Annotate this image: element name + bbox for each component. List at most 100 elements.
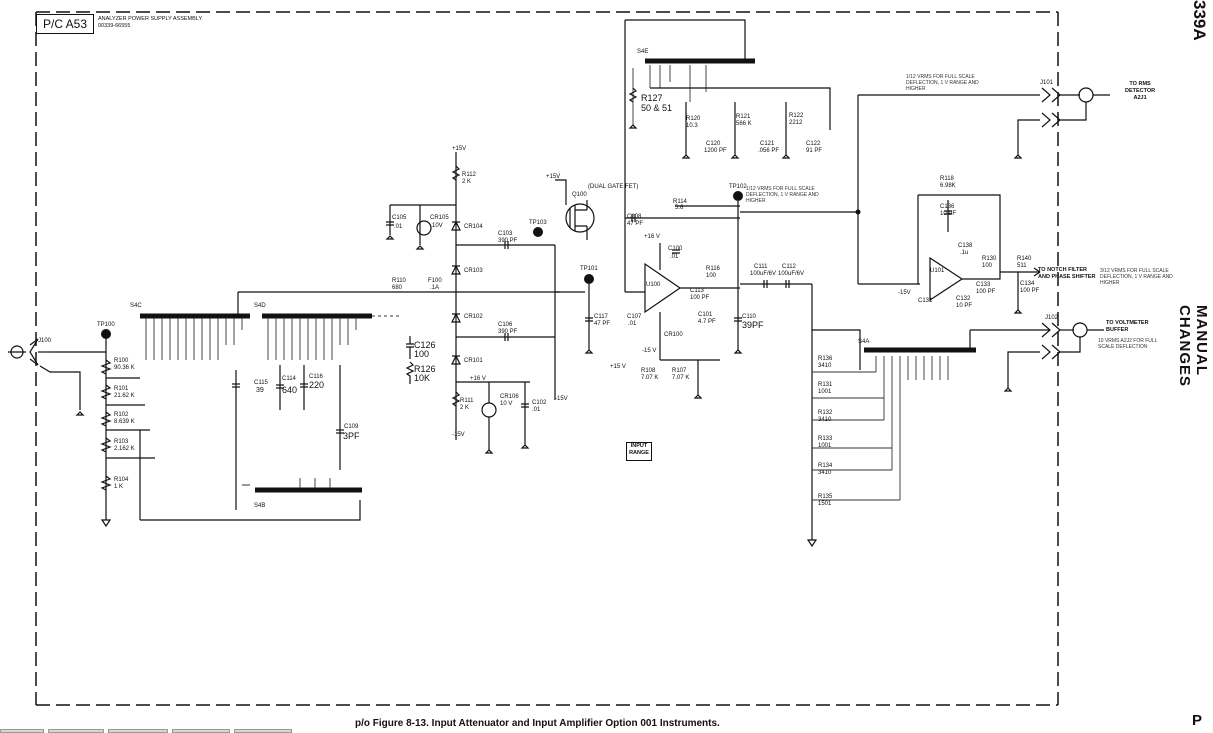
c111-value: 100uF/6V [750, 271, 776, 277]
r120-value: 10.3 [686, 123, 698, 129]
u101-m15-label: -15V [898, 290, 911, 296]
s4a-label: S4A [858, 339, 869, 345]
u100-m15-label: -15 V [642, 348, 656, 354]
c120-label: C120 [706, 141, 721, 147]
c106-value: 390 PF [498, 329, 518, 335]
c109-label: C109 [344, 424, 359, 430]
r101-value: 21.62 K [114, 393, 135, 399]
r101-label: R101 [114, 386, 129, 392]
notch-note: 3/12 VRMS FOR FULL SCALE DEFLECTION, 1 V… [1100, 268, 1173, 286]
c107-value: .01 [628, 321, 637, 327]
c113-value: 100 PF [690, 295, 710, 301]
r110-value: 680 [392, 285, 403, 291]
tab-3[interactable] [108, 729, 168, 733]
attenuator-ladder [100, 359, 155, 491]
c113-label: C113 [690, 288, 705, 294]
r100-value: 90.36 K [114, 365, 135, 371]
cr102-label: CR102 [464, 314, 483, 320]
tp102-note: 1/12 VRMS FOR FULL SCALE DEFLECTION, 1 V… [746, 186, 819, 204]
c110-label: C110 [742, 314, 757, 320]
r140-value: 511 [1017, 263, 1027, 269]
j102-connector [970, 322, 1104, 388]
r121-value: 566 K [736, 121, 752, 127]
r103-value: 2.162 K [114, 446, 135, 452]
u100-opamp [624, 218, 740, 314]
c120-value: 1200 PF [704, 148, 727, 154]
r136-value: 3410 [818, 363, 832, 369]
r103-label: R103 [114, 439, 129, 445]
j100-connector [8, 338, 81, 410]
page-letter: P [1192, 712, 1203, 729]
c133-label: C133 [976, 282, 991, 288]
rms-detector-output: TO RMS DETECTOR A2J1 [1125, 81, 1156, 101]
c122-value: 91 PF [806, 148, 822, 154]
cr104-label: CR104 [464, 224, 483, 230]
f100-value: .1A [430, 285, 439, 291]
c138-label: C138 [958, 243, 973, 249]
supply-m15b-label: -15V [555, 396, 568, 402]
figure-caption: p/o Figure 8-13. Input Attenuator and In… [355, 718, 720, 729]
assembly-name: ANALYZER POWER SUPPLY ASSEMBLY [98, 16, 203, 22]
r107-label: R107 [672, 368, 687, 374]
cr105-zener [416, 220, 432, 236]
r104-label: R104 [114, 477, 129, 483]
c132-label: C132 [956, 296, 971, 302]
u100-supply-label: +16 V [644, 234, 660, 240]
r127-label: R127 [641, 93, 663, 103]
tp101-point [584, 274, 594, 284]
c115-value: 39 [256, 387, 264, 394]
c114-label: C114 [282, 376, 297, 382]
c110-value: 39PF [742, 320, 764, 330]
r108-label: R108 [641, 368, 656, 374]
c116-label: C116 [309, 374, 324, 380]
c105-value: .01 [394, 224, 403, 230]
c121-value: .056 PF [758, 148, 779, 154]
supply-m15-label: -15V [452, 432, 465, 438]
r134-value: 3410 [818, 470, 832, 476]
r121-label: R121 [736, 114, 751, 120]
r114-value: 5.6 [675, 205, 684, 211]
c108-label: C108 [627, 214, 642, 220]
assembly-border [35, 11, 1059, 706]
notch-filter-output: TO NOTCH FILTER AND PHASE SHIFTER [1038, 267, 1096, 280]
r135-label: R135 [818, 494, 833, 500]
cr106-label: CR106 [500, 394, 519, 400]
tab-4[interactable] [172, 729, 230, 733]
j102-label: J102 [1045, 315, 1059, 321]
ground-symbols [75, 124, 1023, 454]
c138-value: .1u [960, 250, 968, 256]
r135-value: 1501 [818, 501, 832, 507]
c100-value: .01 [670, 254, 679, 260]
assembly-number: 00339-66555 [98, 23, 131, 29]
tp102-point [733, 191, 743, 201]
r100-label: R100 [114, 358, 129, 364]
supply-p16-label: +16 V [470, 376, 486, 382]
tp101-label: TP101 [580, 266, 598, 272]
s4a-contacts [875, 356, 949, 500]
r132-label: R132 [818, 410, 833, 416]
c116-value: 220 [309, 380, 324, 390]
tp103-point [533, 227, 543, 237]
cr101-label: CR101 [464, 358, 483, 364]
c109-value: 3PF [343, 431, 360, 441]
tab-1[interactable] [0, 729, 44, 733]
supply-p15-label: +15V [452, 146, 466, 152]
r116-value: 100 [706, 273, 717, 279]
cr106-value: 10 V [500, 401, 512, 407]
c102-value: .01 [532, 407, 541, 413]
j100-label: J100 [38, 338, 52, 344]
input-range-box: INPUT RANGE [626, 442, 652, 461]
tab-5[interactable] [234, 729, 292, 733]
r126-label: R126 [414, 364, 436, 374]
r133-label: R133 [818, 436, 833, 442]
tab-2[interactable] [48, 729, 104, 733]
c112-label: C112 [782, 264, 797, 270]
q100-label: Q100 [572, 192, 587, 198]
r126-value: 10K [414, 373, 430, 383]
j101-connector [1017, 87, 1110, 155]
c114-value: 640 [282, 385, 297, 395]
c122-label: C122 [806, 141, 821, 147]
c100-label: C100 [668, 246, 683, 252]
u101-opamp [917, 194, 1001, 302]
